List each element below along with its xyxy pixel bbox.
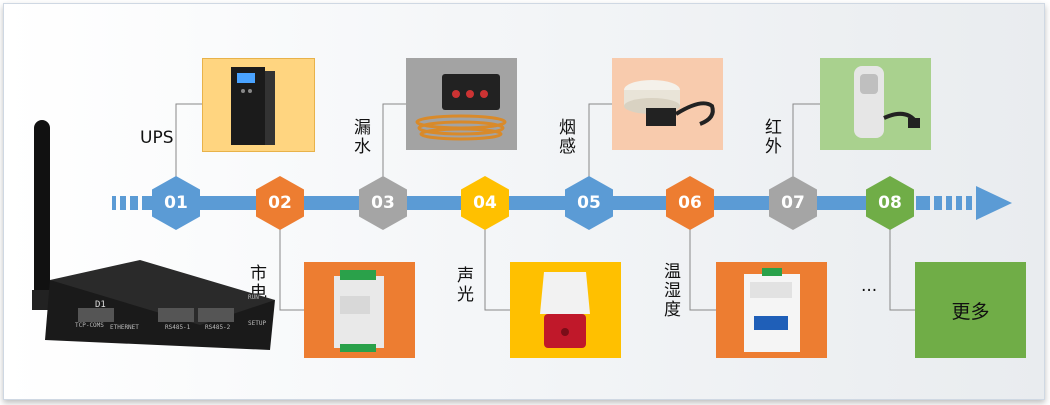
- connector-06: [689, 228, 716, 311]
- connector-04: [484, 228, 510, 311]
- step-hex-02: 02: [256, 176, 304, 230]
- connector-08: [889, 228, 915, 311]
- timeline-dash-2: [120, 196, 126, 210]
- more-box: 更多: [915, 262, 1026, 358]
- connector-07: [792, 103, 820, 178]
- photo-water-leak: [406, 58, 517, 150]
- step-hex-08: 08: [866, 176, 914, 230]
- photo-ups: [202, 58, 315, 152]
- timeline-dash-7: [946, 196, 952, 210]
- step-label-more-dots: ...: [861, 276, 878, 296]
- step-label-infrared: 红外: [761, 118, 781, 156]
- timeline-dash-5: [916, 196, 930, 210]
- timeline-dash-8: [956, 196, 962, 210]
- connector-01: [175, 103, 202, 178]
- photo-temp-humidity-sensor: [716, 262, 827, 358]
- step-label-temp-humidity: 温湿度: [660, 262, 680, 319]
- step-hex-01: 01: [152, 176, 200, 230]
- photo-sound-light-alarm: [510, 262, 621, 358]
- router-antenna-icon: [32, 120, 275, 350]
- step-label-sound-light: 声光: [453, 266, 473, 304]
- timeline-dash-1: [112, 196, 116, 210]
- device-model: D1: [95, 300, 106, 310]
- photo-smoke-detector: [612, 58, 723, 150]
- device-port-rs485-2: RS485-2: [205, 324, 231, 331]
- connector-02: [279, 228, 304, 311]
- photo-mains-module: [304, 262, 415, 358]
- timeline-dash-6: [934, 196, 942, 210]
- step-label-water-leak: 漏水: [350, 118, 370, 156]
- timeline-dash-9: [966, 196, 972, 210]
- device-port-ethernet: ETHERNET: [110, 324, 139, 331]
- timeline-bar: [156, 196, 912, 210]
- timeline-dash-3: [130, 196, 138, 210]
- step-label-mains: 市电: [246, 264, 266, 302]
- step-hex-03: 03: [359, 176, 407, 230]
- step-hex-05: 05: [565, 176, 613, 230]
- connector-03: [382, 103, 406, 178]
- timeline-arrowhead: [976, 186, 1012, 220]
- step-label-smoke: 烟感: [555, 118, 575, 156]
- connector-05: [588, 103, 612, 178]
- device-run-label: RUN: [248, 294, 259, 301]
- router-device: D1 TCP-COMS ETHERNET RS485-1 RS485-2 RUN…: [20, 110, 290, 360]
- step-hex-04: 04: [461, 176, 509, 230]
- timeline-dash-4: [142, 196, 152, 210]
- device-side-label: TCP-COMS: [75, 322, 104, 329]
- device-port-rs485-1: RS485-1: [165, 324, 191, 331]
- photo-infrared-sensor: [820, 58, 931, 150]
- step-hex-07: 07: [769, 176, 817, 230]
- more-box-label: 更多: [951, 300, 990, 323]
- device-setup-label: SETUP: [248, 320, 267, 327]
- step-hex-06: 06: [666, 176, 714, 230]
- step-label-ups: UPS: [140, 128, 174, 148]
